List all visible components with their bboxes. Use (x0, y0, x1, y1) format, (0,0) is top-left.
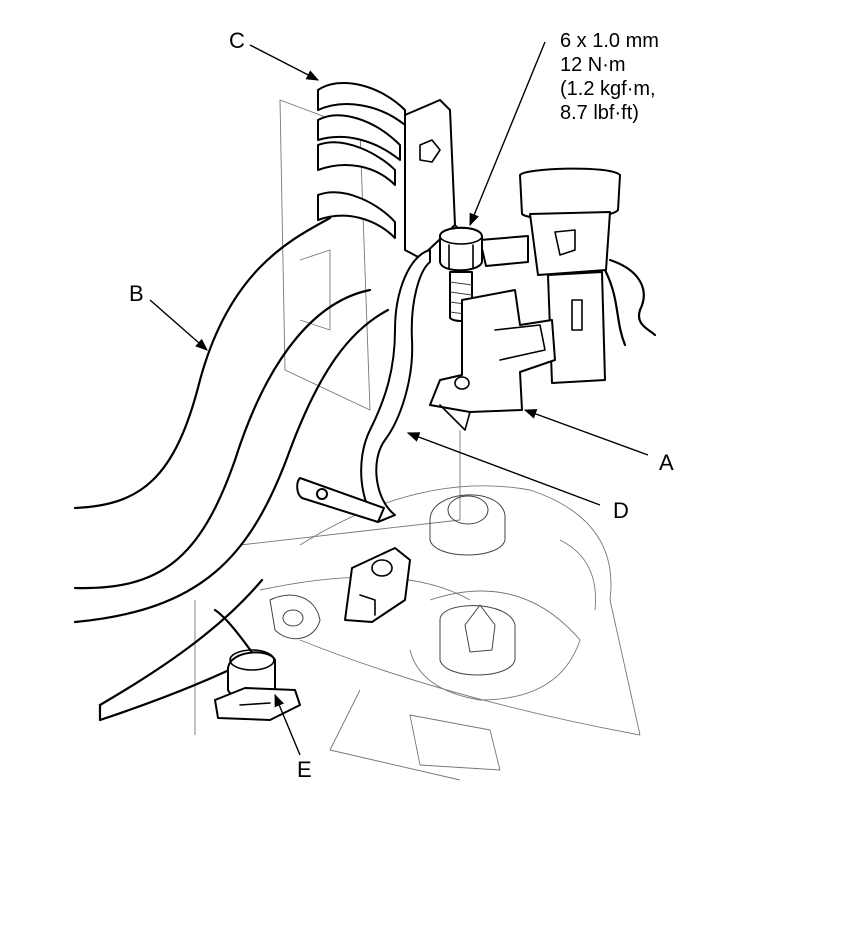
callout-e: E (297, 757, 312, 782)
callout-d: D (613, 498, 629, 523)
torque-spec-size: 6 x 1.0 mm (560, 30, 659, 52)
leader-lines (149, 41, 649, 756)
bolt (439, 226, 483, 322)
torque-spec-kgfm: (1.2 kgf·m, (560, 78, 656, 100)
sensor-connector (479, 167, 657, 384)
rod-d (296, 249, 431, 523)
mounting-tab (344, 547, 411, 623)
callout-a: A (659, 450, 674, 475)
callout-c: C (229, 28, 245, 53)
torque-spec-lbfft: 8.7 lbf·ft) (560, 102, 639, 124)
mount-stud (429, 494, 516, 676)
bracket-a (429, 289, 556, 431)
callout-b: B (129, 281, 144, 306)
harness-b (73, 216, 390, 722)
torque-spec: 6 x 1.0 mm 12 N·m (1.2 kgf·m, 8.7 lbf·ft… (560, 30, 659, 124)
torque-spec-nm: 12 N·m (560, 54, 626, 76)
